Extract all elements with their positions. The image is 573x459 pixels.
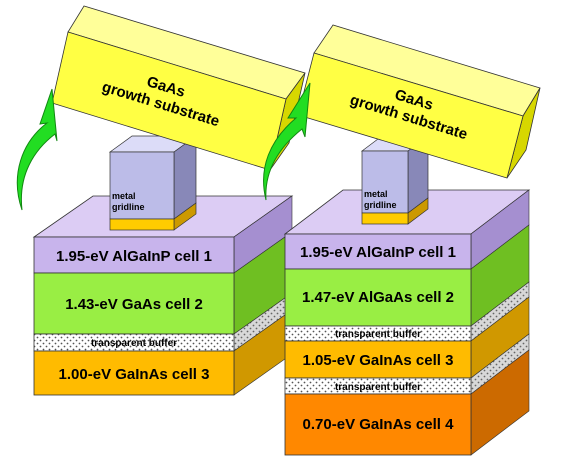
left-gridline-label-1: metal (112, 191, 136, 201)
right-cell1-label: 1.95-eV AlGaInP cell 1 (300, 244, 456, 261)
left-front-cell3 (33, 350, 235, 396)
left-front-cell2 (33, 272, 235, 335)
right-buffer1-label: transparent buffer (335, 329, 421, 340)
right-substrate: GaAs growth substrate (297, 24, 541, 179)
left-flip-arrow-icon (16, 88, 58, 211)
left-cell3-label: 1.00-eV GaInAs cell 3 (59, 366, 210, 383)
left-gridline: metal gridline (108, 135, 198, 231)
right-cell3-label: 1.05-eV GaInAs cell 3 (303, 352, 454, 369)
right-gridline: metal gridline (360, 135, 430, 225)
right-front-cell4 (284, 393, 472, 456)
left-stack: 1.95-eV AlGaInP cell 1 1.43-eV GaAs cell… (16, 5, 306, 396)
right-cell4-label: 0.70-eV GaInAs cell 4 (303, 416, 455, 433)
right-stack: 1.95-eV AlGaInP cell 1 1.47-eV AlGaAs ce… (263, 24, 541, 456)
right-gridline-label-2: gridline (364, 200, 397, 210)
right-front-cell2 (284, 268, 472, 327)
right-gridline-label-1: metal (364, 189, 388, 199)
right-front-cell1 (284, 233, 472, 270)
right-flip-arrow-icon (263, 82, 311, 201)
left-cell2-label: 1.43-eV GaAs cell 2 (65, 296, 203, 313)
right-buffer2-label: transparent buffer (335, 382, 421, 393)
left-gridline-label-2: gridline (112, 202, 145, 212)
left-buffer-label: transparent buffer (91, 338, 177, 349)
right-cell2-label: 1.47-eV AlGaAs cell 2 (302, 289, 454, 306)
right-front-cell3 (284, 340, 472, 379)
left-front-cell1 (33, 236, 235, 274)
left-cell1-label: 1.95-eV AlGaInP cell 1 (56, 248, 212, 265)
